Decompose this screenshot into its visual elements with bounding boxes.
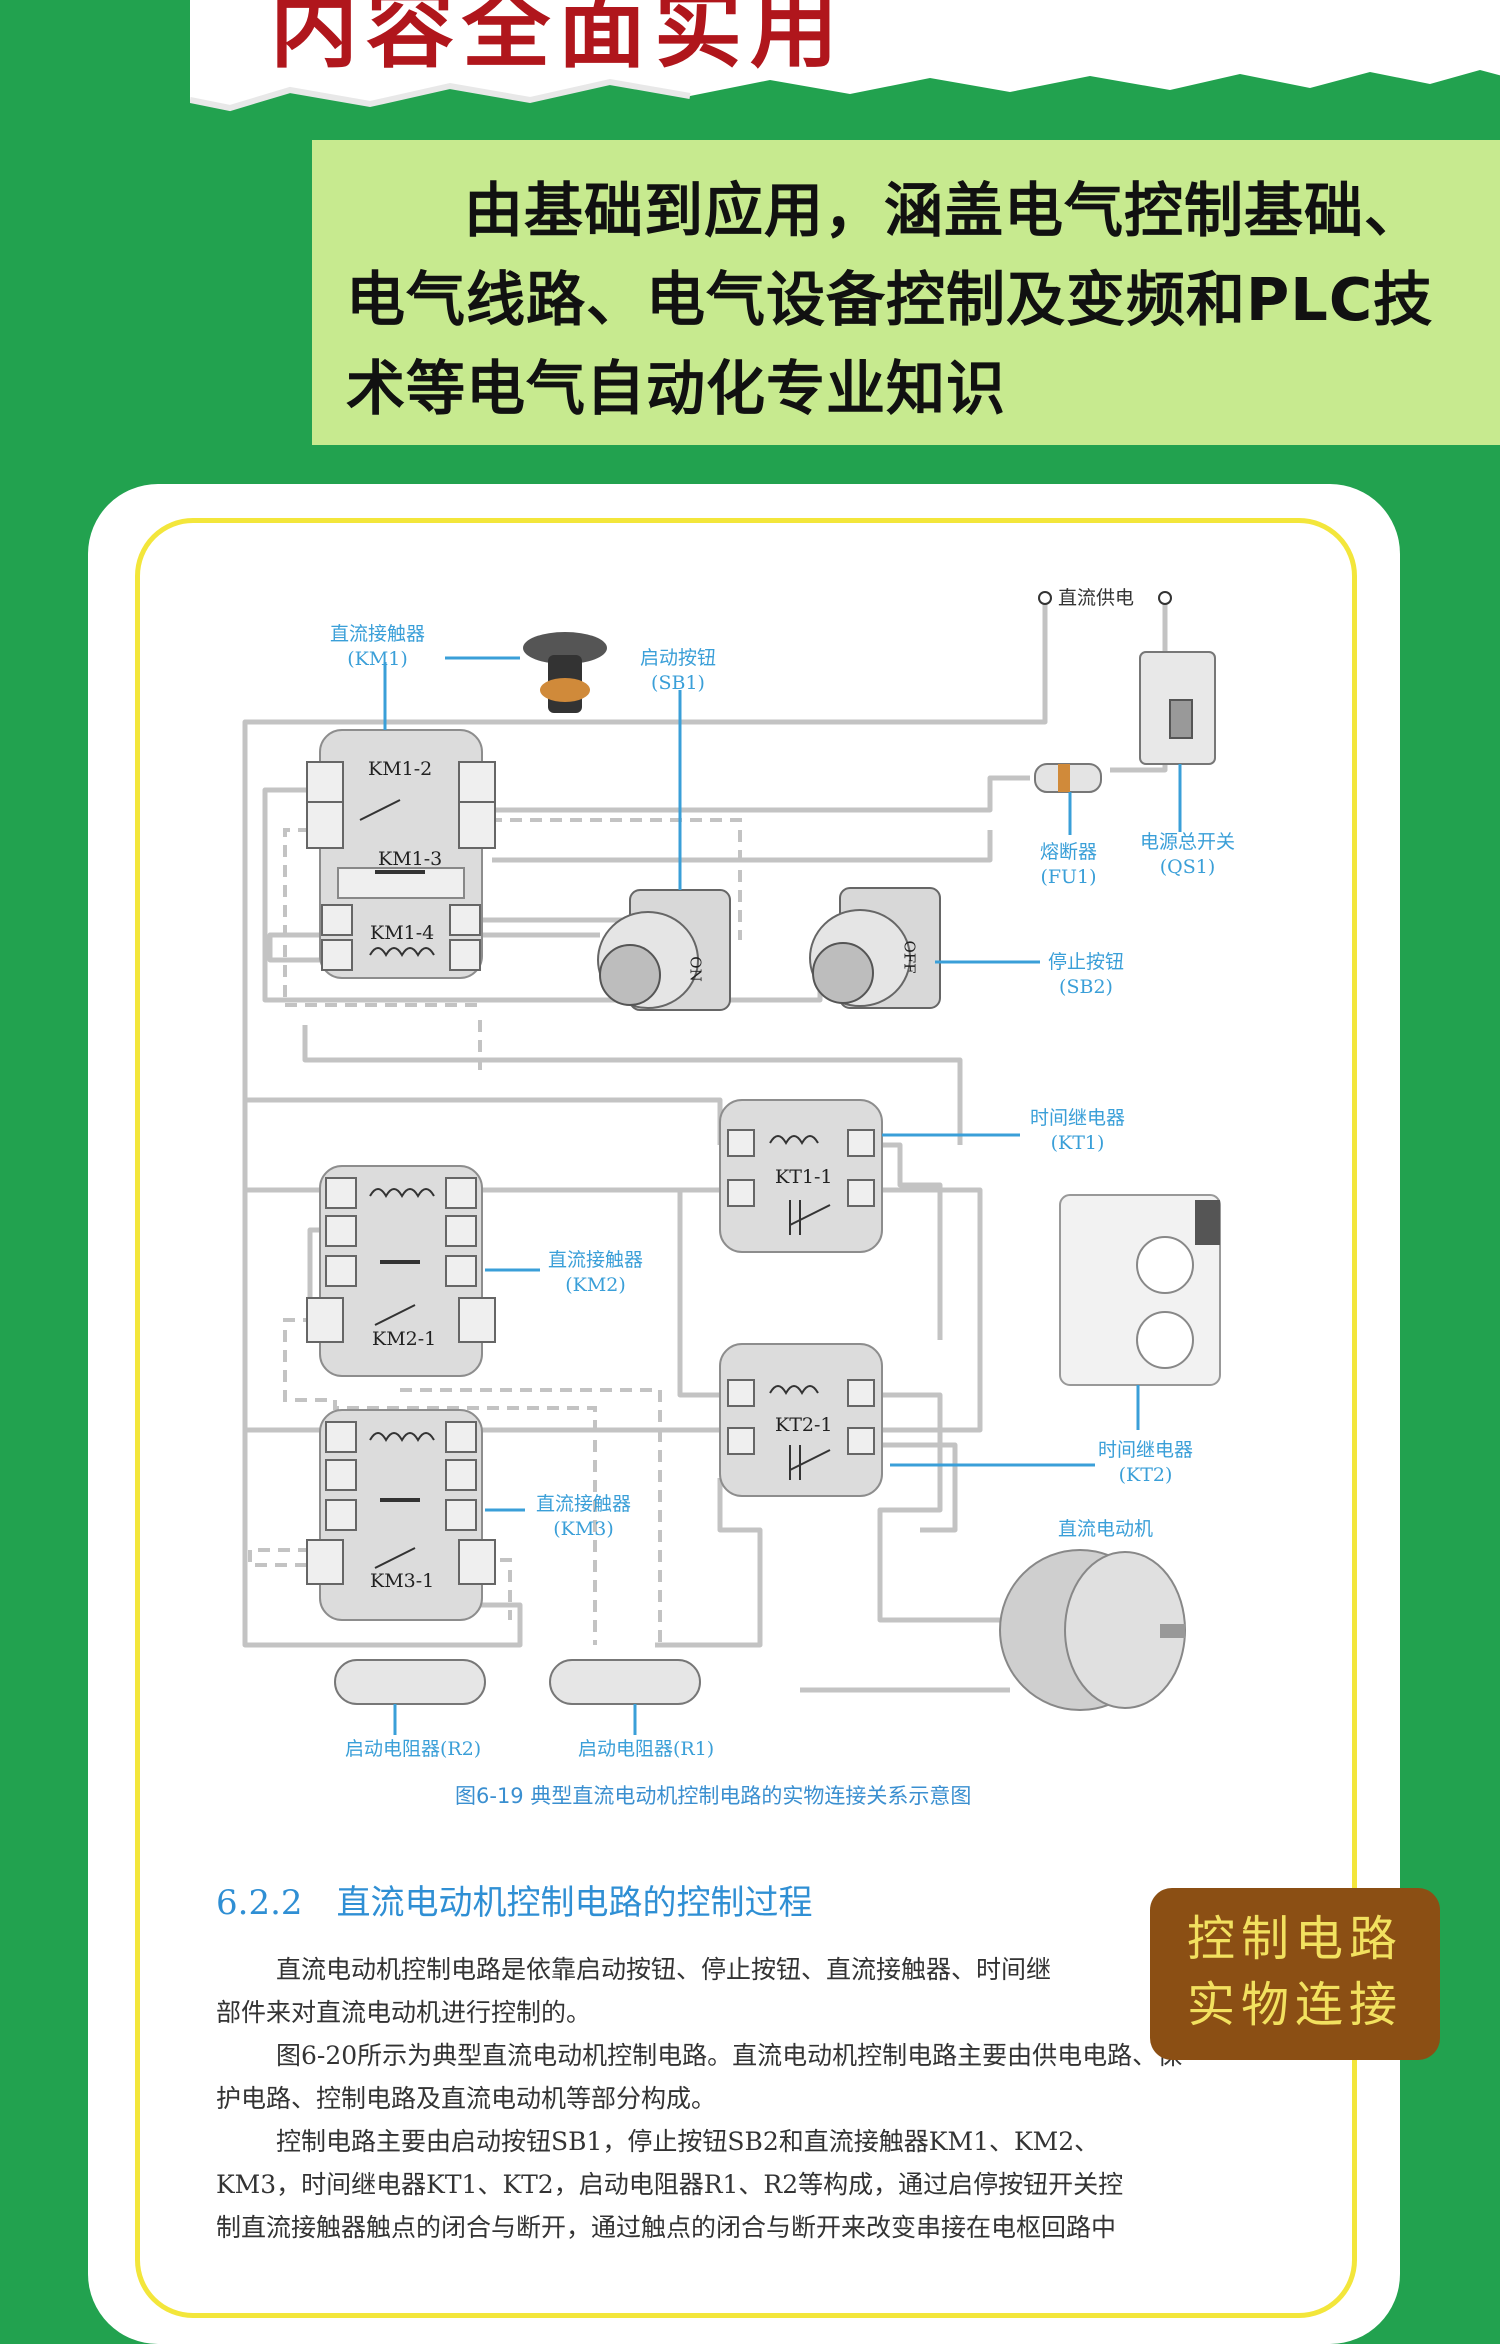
relay-km2	[306, 1165, 496, 1377]
paragraph-line: 护电路、控制电路及直流电动机等部分构成。	[216, 2084, 717, 2113]
label-r2: 启动电阻器(R2)	[345, 1738, 482, 1760]
section-number: 6.2.2	[216, 1883, 303, 1923]
label-r1: 启动电阻器(R1)	[578, 1738, 715, 1760]
label-sb2: 停止按钮 (SB2)	[1048, 951, 1125, 998]
paragraph-line: KM3，时间继电器KT1、KT2，启动电阻器R1、R2等构成，通过启停按钮开关控	[216, 2170, 1124, 2199]
comp-km1-3: KM1-3	[378, 848, 443, 870]
comp-km1-4: KM1-4	[370, 922, 435, 944]
body-text: 直流电动机控制电路是依靠启动按钮、停止按钮、直流接触器、时间继 部件来对直流电动…	[216, 1948, 1296, 2249]
section-heading: 6.2.2 直流电动机控制电路的控制过程	[216, 1875, 813, 1924]
figure-caption: 图6-19 典型直流电动机控制电路的实物连接关系示意图	[455, 1784, 972, 1808]
intro-text: 由基础到应用，涵盖电气控制基础、电气线路、电气设备控制及变频和PLC技术等电气自…	[346, 176, 1434, 423]
label-fu1: 熔断器 (FU1)	[1040, 841, 1098, 888]
comp-kt2-1: KT2-1	[775, 1414, 833, 1436]
relay-km3	[306, 1409, 496, 1621]
label-kt1: 时间继电器 (KT1)	[1030, 1107, 1126, 1154]
timer-relay-kt1	[719, 1099, 883, 1253]
card-yellow-border	[135, 518, 1357, 2318]
label-sb1: 启动按钮 (SB1)	[640, 647, 717, 694]
button-on-text: ON	[686, 956, 705, 982]
paragraph-line: 控制电路主要由启动按钮SB1，停止按钮SB2和直流接触器KM1、KM2、	[276, 2127, 1100, 2156]
paragraph-line: 直流电动机控制电路是依靠启动按钮、停止按钮、直流接触器、时间继	[276, 1955, 1052, 1984]
resistor-r1	[549, 1659, 701, 1705]
contactor-km1-photo	[523, 632, 607, 713]
topic-tag: 控制电路 实物连接	[1150, 1888, 1440, 2060]
label-km1: 直流接触器 (KM1)	[330, 623, 426, 670]
banner-title: 内容全面实用	[270, 0, 847, 80]
label-motor: 直流电动机	[1058, 1518, 1154, 1540]
topic-tag-line1: 控制电路	[1186, 1911, 1403, 1967]
power-terminal-left	[1038, 591, 1052, 605]
relay-km1	[306, 729, 496, 979]
fuse-fu1	[1034, 763, 1102, 793]
label-km2: 直流接触器 (KM2)	[548, 1249, 644, 1296]
power-terminal-right	[1158, 591, 1172, 605]
label-km3: 直流接触器 (KM3)	[536, 1493, 632, 1540]
comp-kt1-1: KT1-1	[775, 1166, 833, 1188]
comp-km2-1: KM2-1	[372, 1328, 437, 1350]
paragraph-line: 制直流接触器触点的闭合与断开，通过触点的闭合与断开来改变串接在电枢回路中	[216, 2213, 1117, 2242]
timer-relay-kt2	[719, 1343, 883, 1497]
label-power: 直流供电	[1058, 587, 1135, 609]
dc-motor-photo	[999, 1549, 1186, 1711]
label-qs1: 电源总开关 (QS1)	[1140, 831, 1236, 878]
paragraph-line: 部件来对直流电动机进行控制的。	[216, 1998, 592, 2027]
banner-brush-strip	[190, 0, 1500, 112]
comp-km3-1: KM3-1	[370, 1570, 435, 1592]
power-switch-qs1	[1139, 651, 1216, 765]
start-button-sb1	[597, 889, 731, 1011]
label-kt2: 时间继电器 (KT2)	[1098, 1439, 1194, 1486]
comp-km1-2: KM1-2	[368, 758, 433, 780]
stop-button-sb2	[809, 887, 941, 1009]
paragraph-line: 图6-20所示为典型直流电动机控制电路。直流电动机控制电路主要由供电电路、保	[276, 2041, 1183, 2070]
button-off-text: OFF	[900, 940, 919, 974]
topic-tag-line2: 实物连接	[1186, 1977, 1403, 2033]
section-title: 直流电动机控制电路的控制过程	[336, 1883, 813, 1923]
intro-box: 由基础到应用，涵盖电气控制基础、电气线路、电气设备控制及变频和PLC技术等电气自…	[312, 140, 1500, 445]
timer-relay-photo	[1059, 1194, 1221, 1386]
resistor-r2	[334, 1659, 486, 1705]
